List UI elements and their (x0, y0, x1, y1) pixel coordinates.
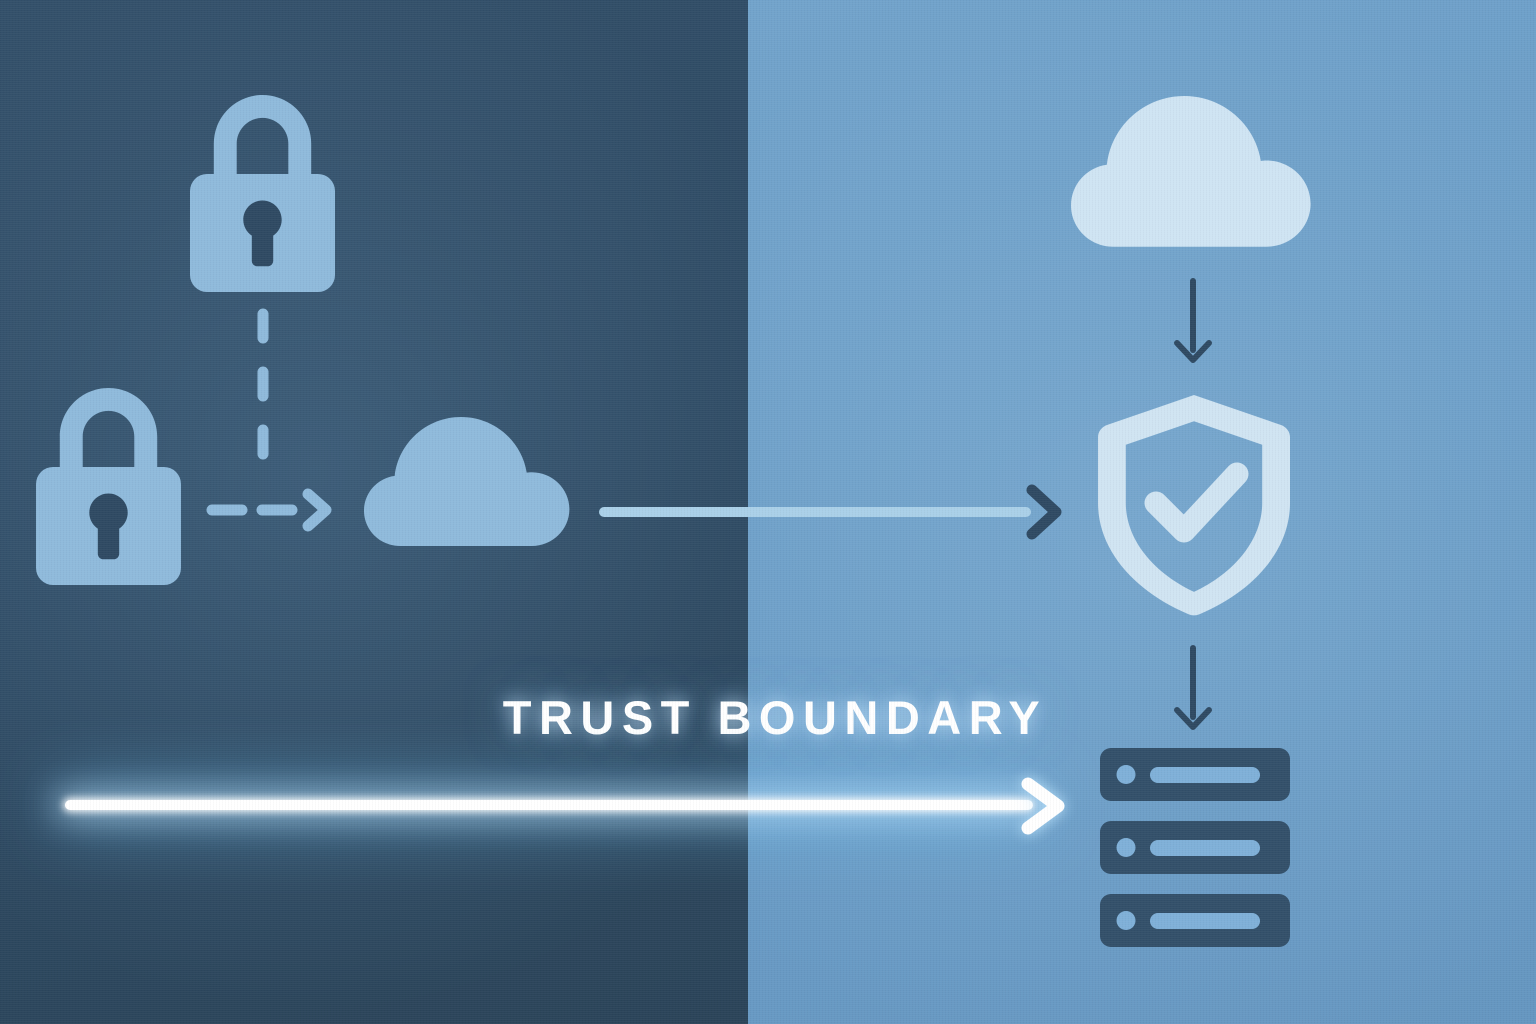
trust-boundary-label: TRUST BOUNDARY (502, 691, 1048, 744)
server-unit (1100, 821, 1290, 874)
shield-check-icon (1098, 395, 1290, 616)
cloud-icon-untrusted (364, 417, 574, 552)
server-stack-icon (1100, 748, 1290, 948)
dashed-connector-vertical (256, 308, 270, 492)
cloud-icon-trusted (1071, 96, 1316, 254)
trust-boundary-beam (0, 752, 1536, 862)
padlock-icon-bottom (36, 388, 181, 585)
arrow-down-shield-to-servers (1170, 645, 1216, 731)
arrow-down-cloud-to-shield (1170, 278, 1216, 364)
dashed-arrow-right (206, 487, 337, 533)
server-unit (1100, 894, 1290, 947)
server-unit (1100, 748, 1290, 801)
padlock-icon-top (190, 95, 335, 292)
trust-boundary-arrow (1018, 777, 1078, 835)
boundary-crossing-arrow (598, 484, 1068, 540)
beam-core-line (65, 800, 1033, 810)
